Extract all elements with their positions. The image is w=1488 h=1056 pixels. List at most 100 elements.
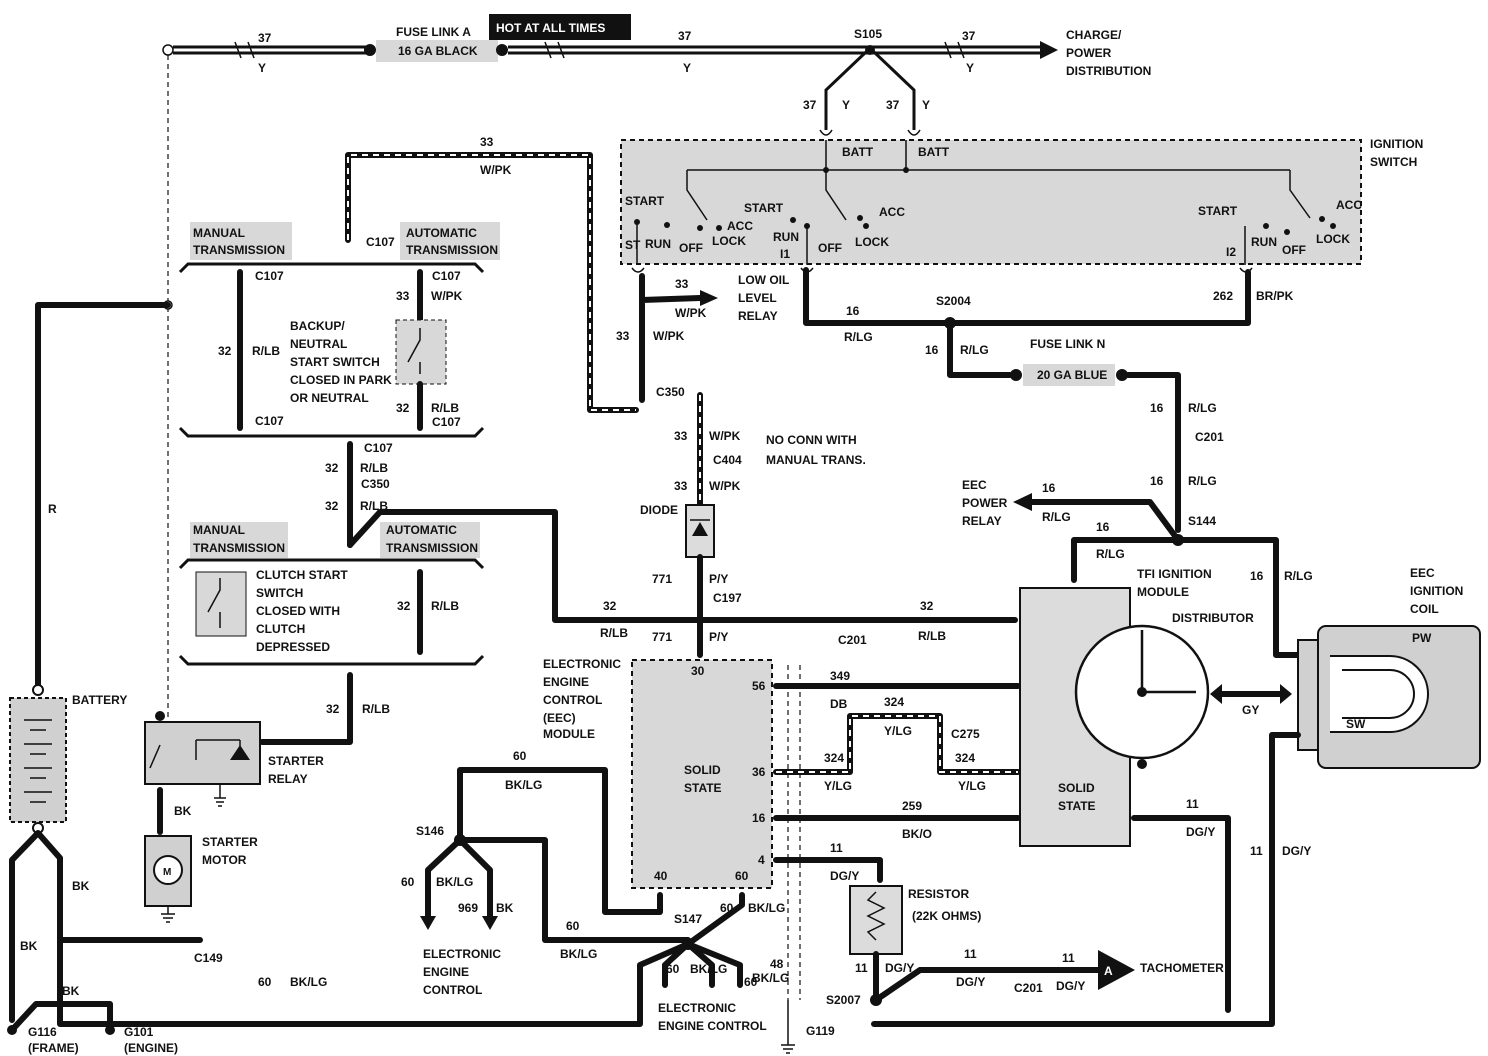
- svg-text:R/LB: R/LB: [362, 702, 390, 716]
- svg-text:DG/Y: DG/Y: [1186, 825, 1215, 839]
- svg-text:COIL: COIL: [1410, 602, 1439, 616]
- svg-text:R: R: [48, 502, 57, 516]
- svg-text:DG/Y: DG/Y: [885, 961, 914, 975]
- svg-text:(FRAME): (FRAME): [28, 1041, 79, 1055]
- circuit-32-rlb: 32 R/LB C201 32 R/LB: [347, 509, 1018, 647]
- tfi-ignition-module: TFI IGNITION MODULE DISTRIBUTOR SOLID ST…: [1019, 567, 1254, 847]
- svg-text:(ENGINE): (ENGINE): [124, 1041, 178, 1055]
- backup-neutral-start-switch: BACKUP/: [290, 319, 345, 333]
- svg-text:G116: G116: [28, 1025, 57, 1039]
- svg-text:32: 32: [326, 702, 340, 716]
- svg-text:60: 60: [401, 875, 415, 889]
- svg-text:OR NEUTRAL: OR NEUTRAL: [290, 391, 369, 405]
- svg-text:POWER: POWER: [962, 496, 1008, 510]
- svg-text:349: 349: [830, 669, 850, 683]
- svg-text:LOCK: LOCK: [712, 234, 746, 248]
- svg-text:BK: BK: [496, 901, 514, 915]
- svg-text:G119: G119: [806, 1024, 835, 1038]
- svg-text:R/LB: R/LB: [360, 461, 388, 475]
- svg-text:R/LG: R/LG: [1284, 569, 1313, 583]
- svg-text:R/LB: R/LB: [600, 626, 628, 640]
- svg-text:R/LB: R/LB: [918, 629, 946, 643]
- svg-text:START: START: [744, 201, 784, 215]
- svg-text:RELAY: RELAY: [268, 772, 308, 786]
- svg-text:LOCK: LOCK: [855, 235, 889, 249]
- svg-text:16: 16: [1042, 481, 1056, 495]
- svg-text:11: 11: [830, 841, 843, 855]
- svg-text:771: 771: [652, 630, 672, 644]
- svg-text:CLOSED IN PARK: CLOSED IN PARK: [290, 373, 392, 387]
- svg-text:Y/LG: Y/LG: [824, 779, 852, 793]
- svg-text:DG/Y: DG/Y: [1056, 979, 1085, 993]
- svg-text:C107: C107: [364, 441, 393, 455]
- svg-text:DEPRESSED: DEPRESSED: [256, 640, 330, 654]
- svg-text:STATE: STATE: [1058, 799, 1096, 813]
- svg-text:SWITCH: SWITCH: [1370, 155, 1417, 169]
- low-oil-level-relay: LOW OIL: [738, 273, 789, 287]
- svg-text:RUN: RUN: [773, 230, 799, 244]
- svg-text:MOTOR: MOTOR: [202, 853, 247, 867]
- svg-text:SOLID: SOLID: [1058, 781, 1095, 795]
- wire-y-label: Y: [683, 61, 691, 75]
- svg-text:11: 11: [855, 961, 868, 975]
- svg-text:S2007: S2007: [826, 993, 861, 1007]
- svg-text:C107: C107: [432, 269, 461, 283]
- svg-text:S147: S147: [674, 912, 702, 926]
- svg-text:37: 37: [803, 98, 817, 112]
- svg-text:Y/LG: Y/LG: [958, 779, 986, 793]
- svg-text:AUTOMATIC: AUTOMATIC: [406, 226, 477, 240]
- svg-text:32: 32: [396, 401, 410, 415]
- svg-text:Y: Y: [842, 98, 850, 112]
- svg-text:POWER: POWER: [1066, 46, 1112, 60]
- svg-text:AUTOMATIC: AUTOMATIC: [386, 523, 457, 537]
- svg-text:G101: G101: [124, 1025, 154, 1039]
- svg-text:11: 11: [964, 947, 977, 961]
- svg-text:START SWITCH: START SWITCH: [290, 355, 380, 369]
- svg-text:BK: BK: [72, 879, 90, 893]
- svg-text:C201: C201: [1195, 430, 1224, 444]
- svg-text:ENGINE CONTROL: ENGINE CONTROL: [658, 1019, 767, 1033]
- svg-text:33: 33: [674, 429, 688, 443]
- svg-text:MANUAL TRANS.: MANUAL TRANS.: [766, 453, 866, 467]
- svg-text:BK/LG: BK/LG: [436, 875, 473, 889]
- svg-text:32: 32: [218, 344, 232, 358]
- svg-text:PW: PW: [1412, 631, 1432, 645]
- svg-text:60: 60: [744, 975, 758, 989]
- hot-at-all-times-label: HOT AT ALL TIMES: [496, 21, 605, 35]
- svg-text:60: 60: [513, 749, 527, 763]
- svg-text:START: START: [625, 194, 665, 208]
- starter-motor-label: STARTER: [202, 835, 258, 849]
- no-conn-manual-note: NO CONN WITH: [766, 433, 857, 447]
- diode-label: DIODE: [640, 503, 678, 517]
- svg-text:16: 16: [846, 304, 860, 318]
- svg-text:11: 11: [1250, 844, 1263, 858]
- svg-text:BATT: BATT: [842, 145, 874, 159]
- svg-text:C404: C404: [713, 453, 742, 467]
- svg-text:BK/LG: BK/LG: [748, 901, 785, 915]
- svg-text:R/LG: R/LG: [1096, 547, 1125, 561]
- battery-label: BATTERY: [72, 693, 127, 707]
- svg-text:STATE: STATE: [684, 781, 722, 795]
- svg-text:OFF: OFF: [818, 241, 842, 255]
- svg-text:36: 36: [752, 765, 766, 779]
- svg-text:R/LG: R/LG: [1188, 474, 1217, 488]
- svg-text:ACC: ACC: [879, 205, 905, 219]
- svg-text:33: 33: [675, 277, 689, 291]
- svg-text:LEVEL: LEVEL: [738, 291, 777, 305]
- clutch-start-switch: CLUTCH START: [256, 568, 348, 582]
- svg-text:ENGINE: ENGINE: [543, 675, 589, 689]
- resistor-tach-circuit: RESISTOR (22K OHMS) 11 DG/Y S2007 A TACH…: [826, 885, 1224, 1007]
- svg-text:OFF: OFF: [1282, 243, 1306, 257]
- svg-text:324: 324: [824, 751, 844, 765]
- svg-text:Y/LG: Y/LG: [884, 724, 912, 738]
- svg-text:60: 60: [666, 962, 680, 976]
- svg-text:11: 11: [1186, 797, 1199, 811]
- svg-text:60: 60: [735, 869, 749, 883]
- svg-text:BK/LG: BK/LG: [690, 962, 727, 976]
- svg-text:37: 37: [886, 98, 900, 112]
- svg-text:SWITCH: SWITCH: [256, 586, 303, 600]
- svg-text:Y: Y: [922, 98, 930, 112]
- svg-text:32: 32: [325, 499, 339, 513]
- svg-text:ENGINE: ENGINE: [423, 965, 469, 979]
